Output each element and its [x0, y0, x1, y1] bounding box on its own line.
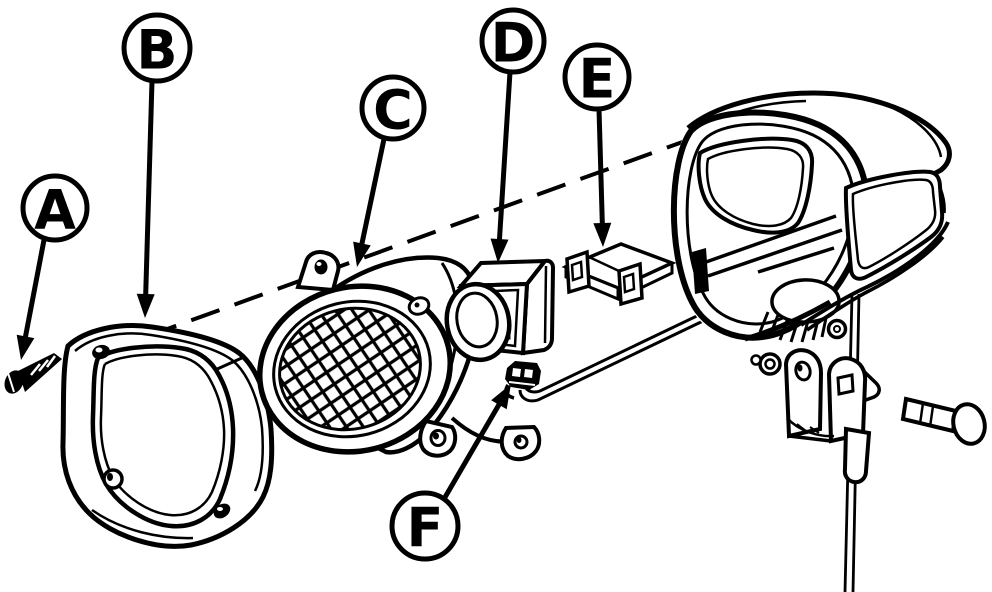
bolt-head	[951, 402, 987, 446]
callout-arrow-line	[596, 108, 605, 228]
fixing-screw-part-a	[4, 353, 62, 394]
callout-letter: F	[407, 497, 444, 560]
bezel-screw-boss	[102, 468, 124, 490]
housing-visor	[686, 90, 952, 178]
bracket-washer	[750, 354, 762, 366]
assembly-axis-dashed-line	[147, 138, 689, 338]
mounting-bracket	[750, 348, 881, 485]
callout-arrow-line	[22, 239, 47, 341]
callout-letter: B	[136, 19, 177, 82]
mounting-bolt	[900, 396, 987, 446]
callout-arrowhead	[491, 384, 511, 410]
lamp-mesh-lens	[278, 306, 422, 432]
callout-arrow-line	[358, 138, 387, 248]
wiring-clip-part-f	[504, 361, 541, 400]
callout-arrow-line	[441, 400, 504, 501]
callout-arrow-line	[496, 71, 513, 244]
callout-arrowhead	[593, 222, 612, 247]
callout-A-fixing-screw: A	[16, 173, 90, 360]
bracket-stem	[842, 426, 872, 485]
callout-circle	[389, 490, 461, 562]
callout-letter: C	[373, 79, 413, 142]
callout-arrowhead	[353, 241, 371, 267]
callout-D-connector-block: D	[479, 7, 547, 263]
callout-labels: A B C DE F	[16, 7, 632, 562]
callout-letter: D	[491, 12, 536, 75]
callout-letter: E	[579, 48, 616, 111]
callout-B-bezel-ring: B	[121, 12, 193, 318]
housing-pivot	[826, 318, 848, 340]
callout-circle	[359, 74, 427, 142]
lamp-unit-part-c	[257, 250, 542, 462]
callout-arrowhead	[136, 293, 155, 318]
bracket-nut	[758, 352, 782, 376]
housing-side-window	[843, 169, 945, 281]
housing-inner-window	[696, 136, 815, 235]
connector-block-part-d	[444, 258, 556, 363]
callout-circle	[121, 12, 193, 84]
bezel-ring-part-b	[60, 323, 275, 549]
retaining-bracket-part-e	[561, 242, 677, 307]
callout-arrowhead	[490, 238, 509, 263]
callout-F-wiring-clip: F	[389, 384, 511, 562]
callout-E-retaining-bracket: E	[562, 42, 632, 247]
callout-circle	[562, 42, 632, 112]
callout-arrowhead	[16, 334, 35, 360]
headlight-housing	[670, 90, 952, 343]
callout-arrow-line	[143, 80, 155, 299]
callout-C-lamp-unit: C	[353, 74, 427, 267]
callout-circle	[479, 7, 547, 75]
callout-circle	[20, 173, 90, 243]
bezel-screw-boss	[213, 503, 231, 519]
callout-letter: A	[34, 179, 76, 242]
